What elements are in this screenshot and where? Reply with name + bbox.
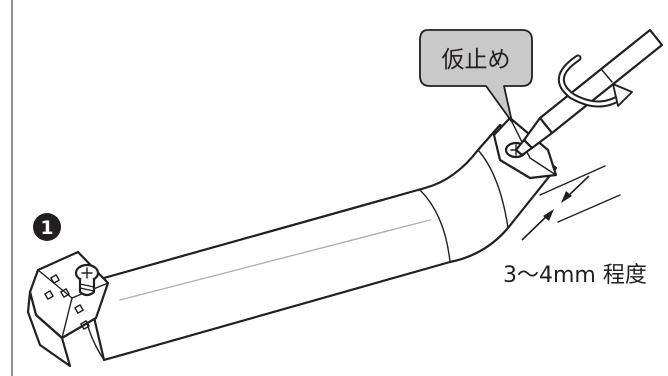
screwdriver-icon	[514, 28, 664, 157]
callout-bubble: 仮止め	[419, 29, 533, 123]
gap-label: 3〜4mm 程度	[503, 263, 647, 288]
callout-text: 仮止め	[442, 47, 511, 73]
step-number: 1	[40, 217, 53, 239]
angled-bar	[83, 123, 558, 362]
screw-icon	[74, 263, 100, 297]
gap-dimension	[521, 165, 621, 241]
step-number-badge: 1	[33, 213, 61, 241]
rotation-arrow-icon	[558, 54, 633, 108]
